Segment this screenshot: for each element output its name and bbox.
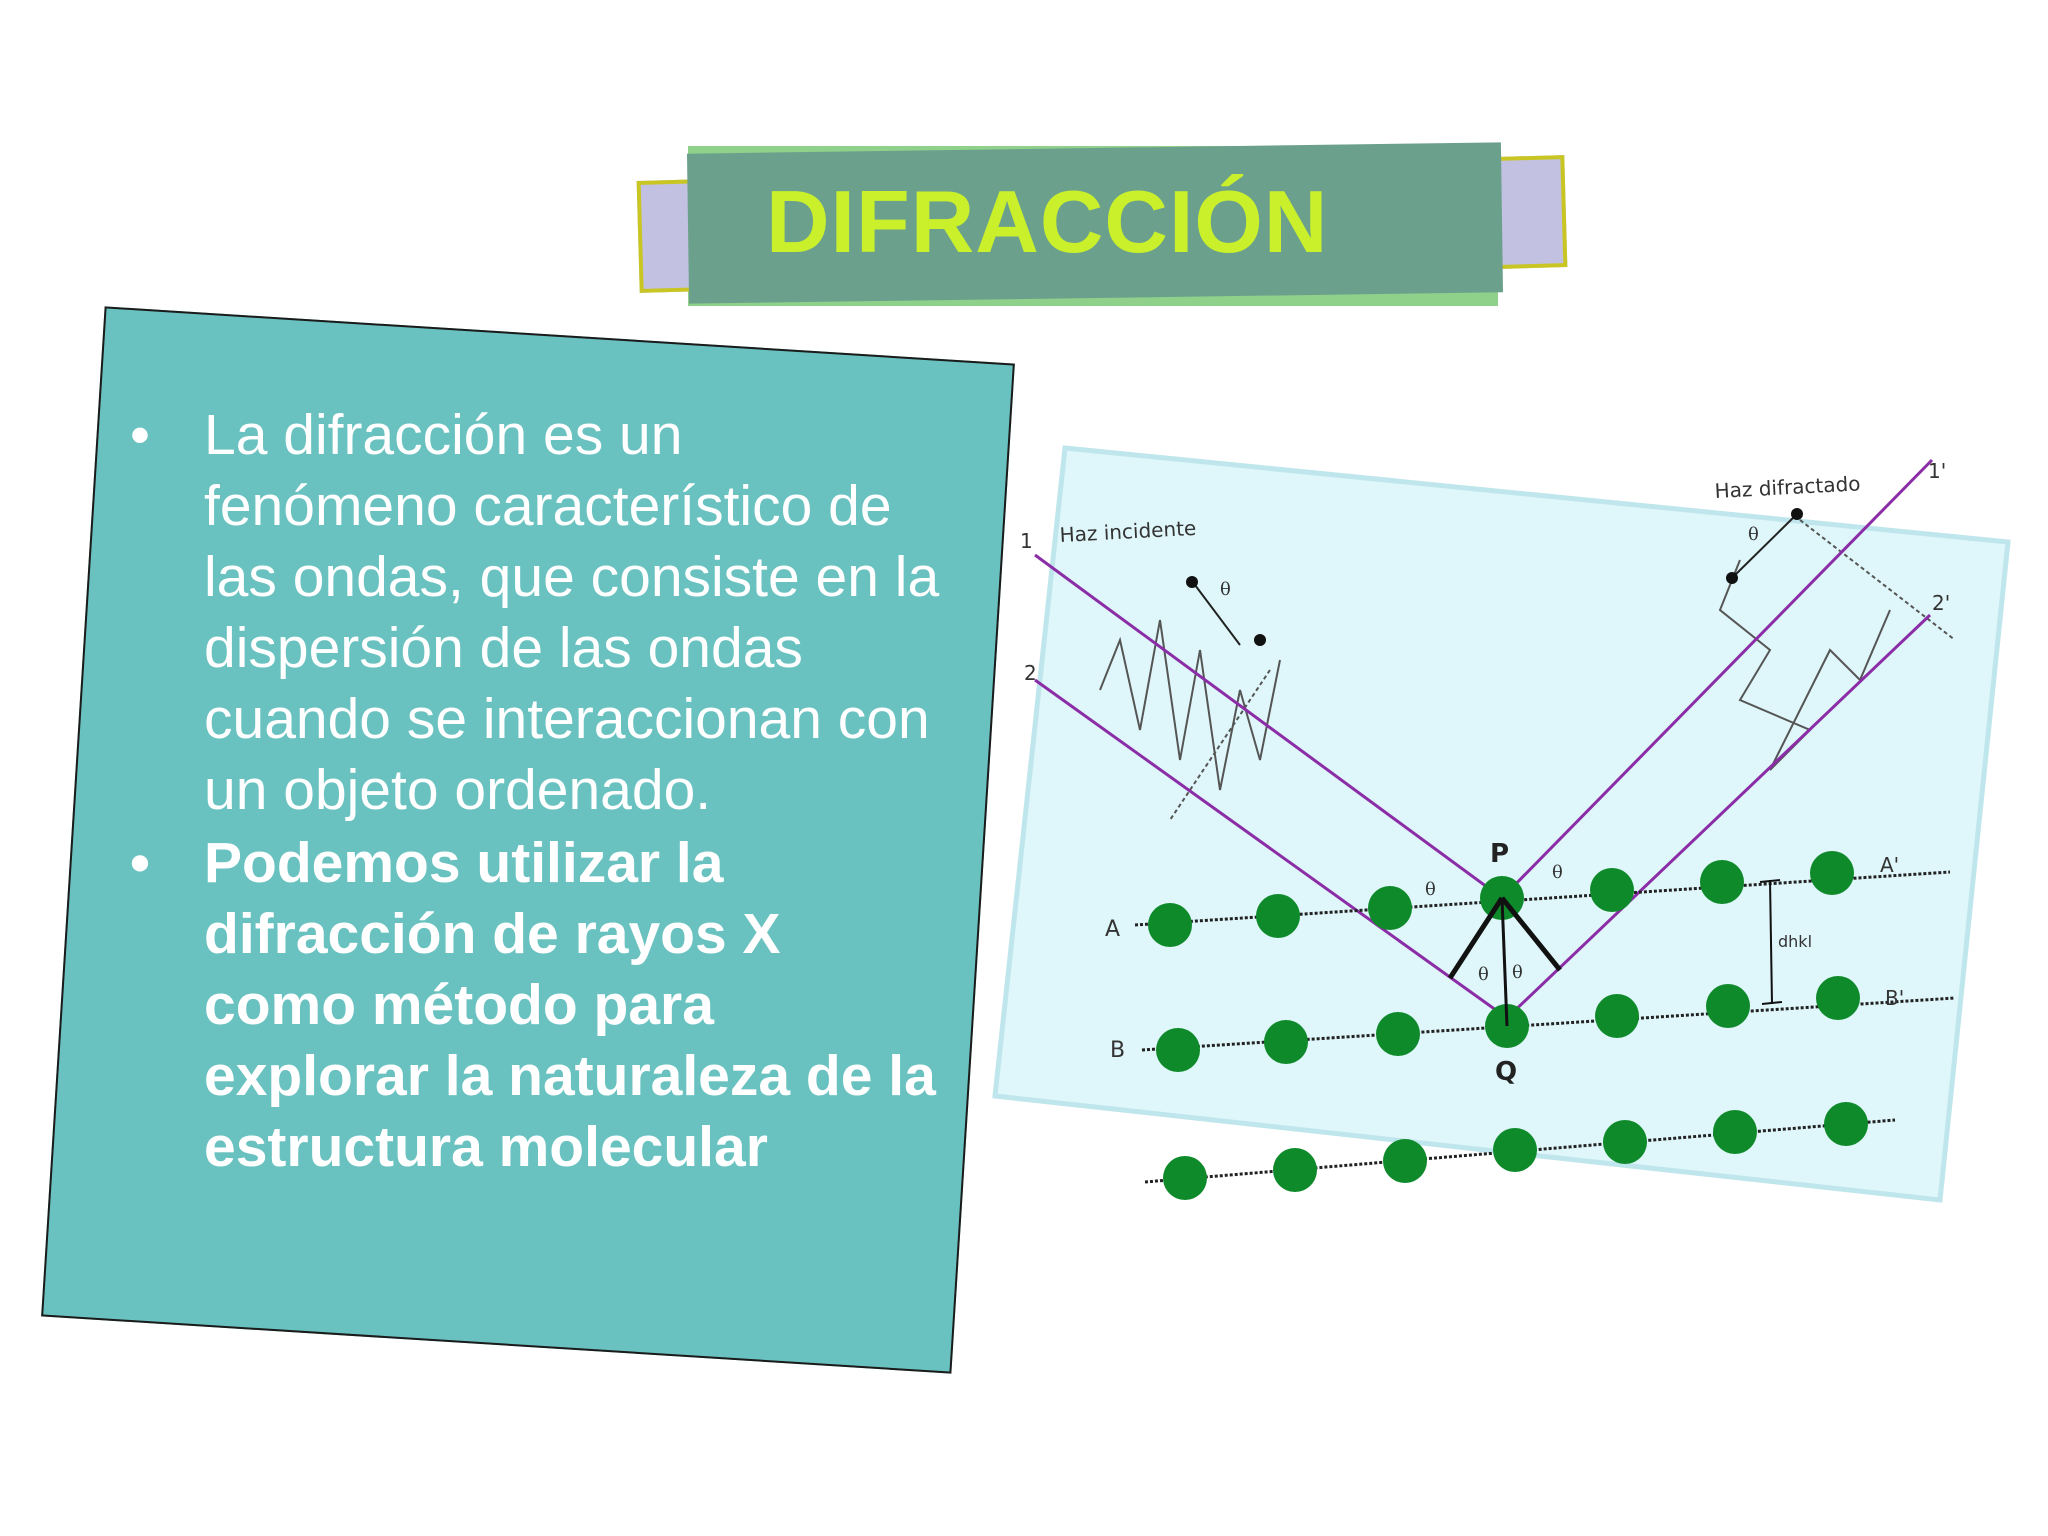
atom (1156, 1028, 1200, 1072)
atom (1264, 1020, 1308, 1064)
construction-line (1447, 896, 1505, 980)
wave-point (1791, 508, 1803, 520)
atom (1816, 976, 1860, 1020)
point-q-label: Q (1495, 1057, 1517, 1087)
wave-axis (1731, 513, 1798, 579)
atom (1493, 1128, 1537, 1172)
ray-label-1p: 1' (1928, 459, 1946, 483)
bullet-list: • La difracción es un fenómeno caracterí… (130, 400, 940, 1185)
point-p-label: P (1490, 839, 1509, 869)
incident-wave (1099, 619, 1281, 791)
diffraction-diagram: Haz incidente Haz difractado 1 2 1' 2' P… (992, 445, 2011, 1203)
wave-axis (1799, 519, 1956, 641)
bullet-item: • Podemos utilizar la difracción de rayo… (130, 828, 940, 1183)
atom (1590, 868, 1634, 912)
plane-bp-label: B' (1885, 986, 1904, 1010)
angle-label: θ (1552, 862, 1563, 883)
construction-line (1500, 896, 1562, 972)
ray-label-1: 1 (1020, 529, 1033, 553)
atom (1148, 903, 1192, 947)
angle-label: θ (1478, 964, 1489, 985)
atom (1713, 1110, 1757, 1154)
slide-title: DIFRACCIÓN (766, 172, 1329, 271)
atom (1383, 1139, 1427, 1183)
atom (1376, 1012, 1420, 1056)
wave-axis (1194, 584, 1241, 646)
construction-line (1500, 897, 1509, 1027)
bullet-text: La difracción es un fenómeno característ… (204, 403, 940, 822)
angle-label: θ (1425, 879, 1436, 900)
angle-label: θ (1220, 579, 1231, 600)
ray-label-2p: 2' (1932, 591, 1950, 615)
wave-point (1254, 634, 1266, 646)
atom (1273, 1148, 1317, 1192)
wave-point (1186, 576, 1198, 588)
spacing-marker (1761, 1001, 1783, 1005)
atom (1603, 1120, 1647, 1164)
title-banner: DIFRACCIÓN (630, 130, 1570, 310)
atom (1824, 1102, 1868, 1146)
spacing-label: dhkl (1778, 932, 1812, 951)
plane-b-label: B (1110, 1038, 1125, 1063)
plane-a-label: A (1105, 917, 1120, 942)
diagram-card (992, 445, 2011, 1203)
bullet-marker: • (130, 403, 150, 467)
atom (1810, 851, 1854, 895)
atom (1163, 1156, 1207, 1200)
ray-label-2: 2 (1024, 661, 1037, 685)
atom (1595, 994, 1639, 1038)
bullet-marker: • (130, 831, 150, 895)
label-diffracted-beam: Haz difractado (1714, 471, 1861, 503)
wave-axis (1169, 669, 1271, 821)
spacing-marker (1759, 879, 1781, 883)
plane-ap-label: A' (1880, 853, 1899, 877)
atom (1256, 894, 1300, 938)
spacing-marker (1769, 879, 1773, 1005)
wave-point (1726, 572, 1738, 584)
atom (1706, 984, 1750, 1028)
atom (1700, 860, 1744, 904)
atom (1368, 886, 1412, 930)
bullet-text: Podemos utilizar la difracción de rayos … (204, 831, 936, 1179)
angle-label: θ (1512, 962, 1523, 983)
angle-label: θ (1748, 524, 1759, 545)
bullet-item: • La difracción es un fenómeno caracterí… (130, 400, 940, 826)
